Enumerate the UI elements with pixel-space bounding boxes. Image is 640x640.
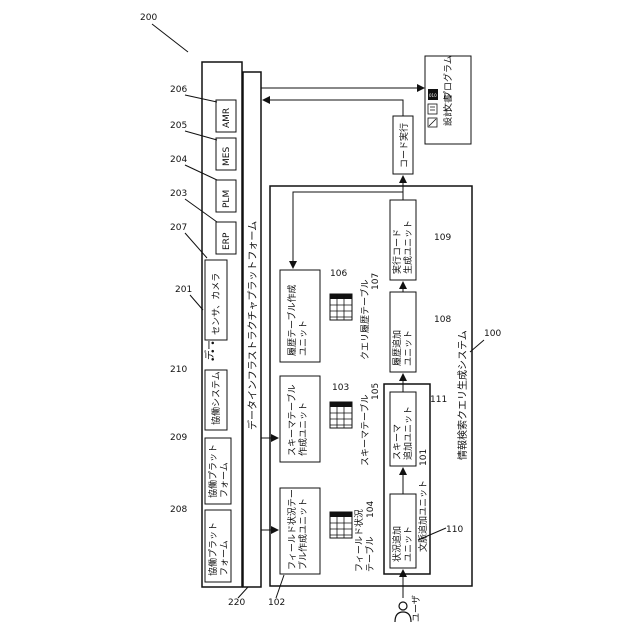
schema-creation-line2: 作成ユニット bbox=[297, 402, 309, 456]
ref-209: 209 bbox=[170, 433, 187, 443]
ref-201-leader bbox=[190, 295, 203, 310]
ref-110: 110 bbox=[446, 525, 463, 535]
ref-210: 210 bbox=[170, 365, 187, 375]
query-history-table-icon bbox=[330, 294, 352, 320]
ref-106: 106 bbox=[330, 269, 347, 279]
schema-table-icon bbox=[330, 402, 352, 428]
arrow-exec-to-history-creation bbox=[293, 192, 403, 268]
ref-103: 103 bbox=[332, 383, 349, 393]
schema-add-line2: 追加ユニット bbox=[402, 406, 414, 460]
query-history-table-label: クエリ履歴テーブル bbox=[359, 280, 371, 360]
context-add-label: 文脈追加ユニット bbox=[417, 480, 429, 552]
ref-206-leader bbox=[185, 95, 217, 102]
mes-label: MES bbox=[222, 147, 232, 166]
field-status-table-line1: フィールド状況 bbox=[353, 509, 365, 572]
collab-platform-208-line1: 協働プラット bbox=[207, 522, 219, 576]
ref-204-leader bbox=[185, 165, 217, 180]
field-status-creation-label: フィールド状況テー ブル作成ユニット bbox=[286, 486, 309, 570]
field-status-creation-line1: フィールド状況テー bbox=[286, 489, 298, 570]
erp-label: ERP bbox=[222, 232, 232, 250]
ref-200-leader bbox=[152, 24, 188, 52]
program-icon: 010 bbox=[428, 89, 438, 100]
sensor-camera-label: センサ、カメラ bbox=[211, 273, 222, 335]
ref-105: 105 bbox=[371, 383, 381, 400]
collab-platform-208-line2: フォーム bbox=[219, 540, 230, 576]
field-status-creation-line2: ブル作成ユニット bbox=[297, 498, 309, 570]
ref-205-leader bbox=[185, 131, 217, 140]
ref-200: 200 bbox=[140, 13, 157, 23]
ref-100: 100 bbox=[484, 329, 501, 339]
data-source-ellipsis: • • • bbox=[209, 340, 219, 362]
exec-code-gen-line2: 生成ユニット bbox=[402, 220, 414, 274]
collab-platform-209-line1: 協働プラット bbox=[207, 444, 219, 498]
field-status-table-icon bbox=[330, 512, 352, 538]
history-creation-line1: 履歴テーブル作成 bbox=[286, 285, 298, 356]
schema-creation-line1: スキーマテーブル bbox=[286, 385, 298, 456]
history-creation-line2: ユニット bbox=[299, 320, 309, 356]
status-add-label: 状況追加 ユニット bbox=[391, 523, 414, 562]
collab-system-label: 協働システム bbox=[210, 371, 222, 425]
ref-104: 104 bbox=[366, 501, 376, 518]
program-badge: 010 bbox=[429, 93, 437, 98]
user-icon bbox=[395, 602, 411, 622]
ref-220: 220 bbox=[228, 598, 245, 608]
ref-204: 204 bbox=[170, 155, 187, 165]
field-status-table-line2: テーブル bbox=[364, 537, 376, 572]
system-label: 情報検索クエリ生成システム bbox=[456, 330, 469, 460]
ref-107: 107 bbox=[371, 273, 381, 290]
history-add-line1: 履歴追加 bbox=[391, 330, 403, 366]
collab-platform-209-line2: フォーム bbox=[219, 462, 230, 498]
ref-102: 102 bbox=[268, 598, 285, 608]
status-add-line2: ユニット bbox=[404, 526, 414, 562]
ref-207: 207 bbox=[170, 223, 187, 233]
ref-201: 201 bbox=[175, 285, 192, 295]
ref-208: 208 bbox=[170, 505, 187, 515]
ref-207-leader bbox=[185, 233, 207, 258]
exec-code-gen-line1: 実行コード bbox=[391, 229, 403, 274]
schema-add-line1: スキーマ bbox=[393, 424, 403, 460]
ref-220-leader bbox=[238, 587, 248, 598]
amr-label: AMR bbox=[222, 108, 232, 128]
ref-205: 205 bbox=[170, 121, 187, 131]
code-exec-label: コード実行 bbox=[398, 123, 410, 168]
ref-206: 206 bbox=[170, 85, 187, 95]
arrow-code-exec-to-platform bbox=[263, 100, 403, 116]
schema-table-label: スキーマテーブル bbox=[359, 395, 371, 466]
plm-label: PLM bbox=[222, 190, 232, 208]
history-add-label: 履歴追加 ユニット bbox=[391, 327, 414, 366]
user-label: ユーザ bbox=[411, 595, 422, 622]
history-add-line2: ユニット bbox=[404, 330, 414, 366]
ref-111: 111 bbox=[430, 395, 447, 405]
platform-label: データインフラストラクチャプラットフォーム bbox=[246, 221, 259, 430]
ref-108: 108 bbox=[434, 315, 451, 325]
program-label: プログラム bbox=[442, 55, 454, 100]
ref-203-leader bbox=[185, 199, 217, 222]
exec-code-gen-label: 実行コード 生成ユニット bbox=[391, 220, 414, 274]
status-add-line1: 状況追加 bbox=[391, 526, 403, 562]
ref-109: 109 bbox=[434, 233, 451, 243]
ref-101: 101 bbox=[419, 449, 429, 466]
ref-203: 203 bbox=[170, 189, 187, 199]
